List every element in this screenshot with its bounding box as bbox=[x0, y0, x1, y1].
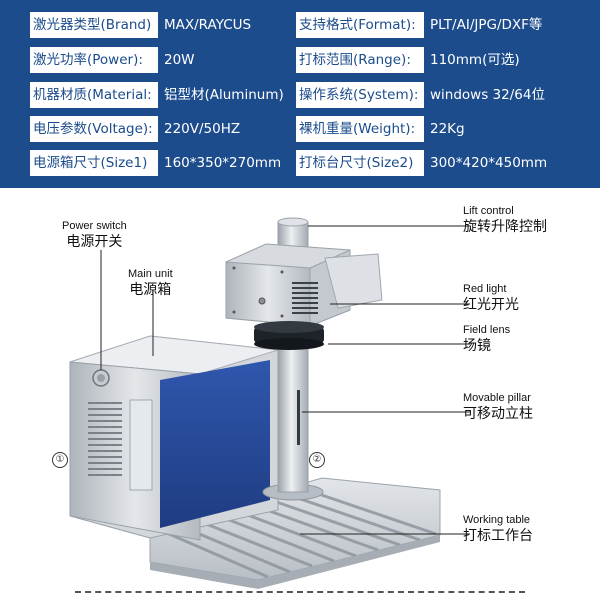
field-lens bbox=[254, 321, 324, 350]
spec-table: 激光器类型(Brand) MAX/RAYCUS 支持格式(Format): PL… bbox=[0, 0, 600, 188]
spec-label: 电源箱尺寸(Size1) bbox=[30, 150, 158, 176]
spec-row: 电源箱尺寸(Size1) 160*350*270mm 打标台尺寸(Size2) … bbox=[0, 150, 600, 176]
laser-head bbox=[225, 243, 383, 327]
callout-movable-pillar: Movable pillar 可移动立柱 bbox=[463, 392, 533, 422]
spec-value: 160*350*270mm bbox=[164, 155, 282, 171]
spec-label: 打标台尺寸(Size2) bbox=[296, 150, 424, 176]
marker-one: ① bbox=[52, 452, 68, 468]
spec-label: 支持格式(Format): bbox=[296, 12, 424, 38]
spec-label: 电压参数(Voltage): bbox=[30, 116, 158, 142]
callout-field-lens: Field lens 场镜 bbox=[463, 324, 511, 354]
red-light-button bbox=[258, 297, 266, 305]
spec-label: 激光功率(Power): bbox=[30, 47, 158, 73]
callout-main-unit: Main unit 电源箱 bbox=[128, 268, 173, 298]
spec-value: 110mm(可选) bbox=[430, 52, 520, 68]
main-unit-box bbox=[69, 335, 279, 541]
power-switch-knob bbox=[92, 369, 110, 387]
spec-label: 打标范围(Range): bbox=[296, 47, 424, 73]
working-table bbox=[149, 477, 441, 589]
spec-label: 操作系统(System): bbox=[296, 82, 424, 108]
spec-value: PLT/AI/JPG/DXF等 bbox=[430, 17, 543, 33]
movable-pillar bbox=[277, 339, 309, 493]
blue-panel bbox=[160, 360, 270, 528]
callout-lift-control: Lift control 旋转升降控制 bbox=[463, 205, 547, 235]
spec-value: 铝型材(Aluminum) bbox=[164, 87, 284, 103]
callout-working-table: Working table 打标工作台 bbox=[463, 514, 533, 544]
marker-two: ② bbox=[309, 452, 325, 468]
spec-value: 22Kg bbox=[430, 121, 465, 137]
laser-marker-illustration bbox=[69, 217, 470, 589]
spec-value: MAX/RAYCUS bbox=[164, 17, 252, 33]
spec-value: windows 32/64位 bbox=[430, 87, 545, 103]
spec-row: 电压参数(Voltage): 220V/50HZ 裸机重量(Weight): 2… bbox=[0, 116, 600, 142]
callout-red-light: Red light 红光开光 bbox=[463, 283, 519, 313]
spec-row: 激光器类型(Brand) MAX/RAYCUS 支持格式(Format): PL… bbox=[0, 12, 600, 38]
leader-lines bbox=[100, 225, 470, 535]
spec-label: 激光器类型(Brand) bbox=[30, 12, 158, 38]
spec-label: 裸机重量(Weight): bbox=[296, 116, 424, 142]
spec-value: 20W bbox=[164, 52, 195, 68]
spec-row: 激光功率(Power): 20W 打标范围(Range): 110mm(可选) bbox=[0, 47, 600, 73]
dashed-separator bbox=[75, 591, 525, 593]
spec-row: 机器材质(Material: 铝型材(Aluminum) 操作系统(System… bbox=[0, 82, 600, 108]
spec-label: 机器材质(Material: bbox=[30, 82, 158, 108]
spec-value: 220V/50HZ bbox=[164, 121, 241, 137]
spec-value: 300*420*450mm bbox=[430, 155, 548, 171]
callout-power-switch: Power switch 电源开关 bbox=[62, 220, 127, 250]
